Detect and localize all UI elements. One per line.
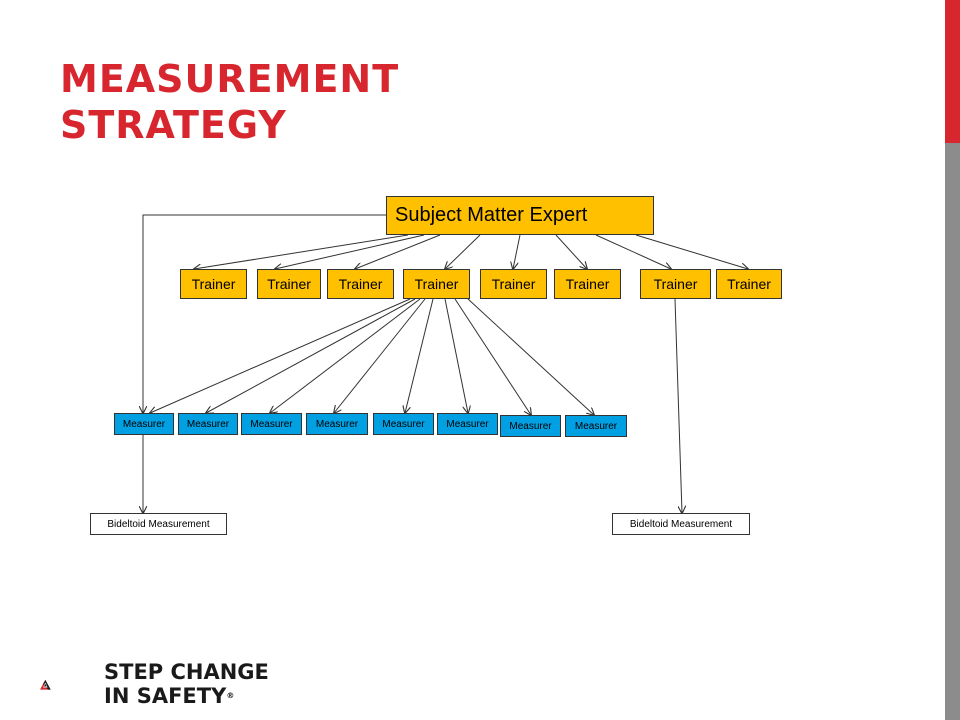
trainer-box-7: Trainer — [640, 269, 711, 299]
trainer-box-5: Trainer — [480, 269, 547, 299]
trainer-box-2: Trainer — [257, 269, 321, 299]
trainer-box-4: Trainer — [403, 269, 470, 299]
measurer-box-3: Measurer — [241, 413, 302, 435]
connector-sme-trainer-3 — [355, 234, 441, 269]
measurer-box-7: Measurer — [500, 415, 561, 437]
connector-sme-trainer-2 — [275, 234, 425, 269]
connector-sme-trainer-7 — [595, 234, 671, 269]
logo-wordmark: STEP CHANGE IN SAFETY® — [104, 660, 269, 708]
logo-line-2: IN SAFETY® — [104, 684, 269, 708]
connector-trainer-measurer-6 — [444, 298, 468, 413]
trainer-box-6: Trainer — [554, 269, 621, 299]
connector-sme-trainer-6 — [555, 234, 587, 269]
trainer-box-1: Trainer — [180, 269, 247, 299]
measurer-box-4: Measurer — [306, 413, 368, 435]
connector-trainer-measurer-3 — [270, 298, 421, 413]
connector-trainer-output-right — [674, 298, 682, 513]
bideltoid-measurement-left: Bideltoid Measurement — [90, 513, 227, 535]
connector-trainer-measurer-8 — [467, 298, 594, 415]
slide-title-line-1: MEASUREMENT — [60, 57, 400, 101]
connector-trainer-measurer-5 — [405, 298, 434, 413]
connector-sme-measurer-elbow — [143, 214, 386, 413]
trainer-box-8: Trainer — [716, 269, 782, 299]
connector-trainer-measurer-1 — [150, 298, 411, 413]
logo-line-2-text: IN SAFETY — [104, 684, 227, 708]
connector-sme-trainer-1 — [194, 234, 409, 269]
connector-trainer-measurer-7 — [454, 298, 531, 415]
sidebar-accent-gray — [945, 143, 960, 720]
connector-trainer-measurer-2 — [206, 298, 416, 413]
logo-line-1: STEP CHANGE — [104, 660, 269, 684]
measurer-box-5: Measurer — [373, 413, 434, 435]
step-change-logo-icon — [40, 679, 51, 690]
measurer-box-2: Measurer — [178, 413, 238, 435]
bideltoid-measurement-right: Bideltoid Measurement — [612, 513, 750, 535]
measurer-box-1: Measurer — [114, 413, 174, 435]
subject-matter-expert-box: Subject Matter Expert — [386, 196, 654, 235]
registered-mark: ® — [226, 691, 235, 700]
slide-title-line-2: STRATEGY — [60, 103, 287, 147]
connector-sme-trainer-8 — [635, 234, 748, 269]
sidebar-accent-red — [945, 0, 960, 143]
measurer-box-8: Measurer — [565, 415, 627, 437]
connector-trainer-measurer-4 — [334, 298, 426, 413]
connector-sme-trainer-5 — [513, 234, 521, 269]
trainer-box-3: Trainer — [327, 269, 394, 299]
measurer-box-6: Measurer — [437, 413, 498, 435]
connector-sme-trainer-4 — [445, 234, 481, 269]
slide-title: MEASUREMENT STRATEGY — [60, 56, 399, 148]
